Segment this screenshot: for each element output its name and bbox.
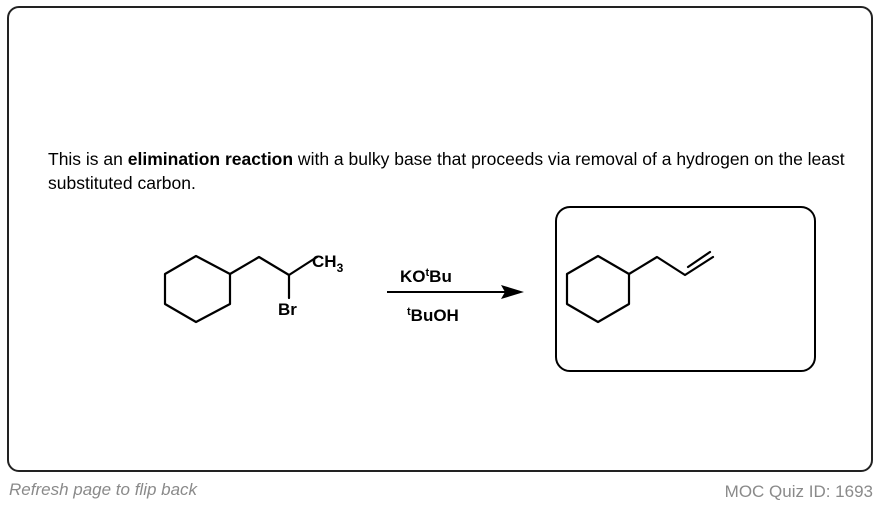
quiz-id-label: MOC Quiz ID: 1693 — [724, 482, 873, 501]
reactant-methyl-label: CH3 — [312, 252, 344, 275]
reagent-solvent-label: tBuOH — [407, 306, 459, 325]
quiz-card[interactable] — [7, 6, 873, 472]
reactant-structure — [163, 254, 319, 324]
product-side-chain — [627, 255, 715, 277]
product-answer-box — [555, 206, 816, 372]
product-cyclohexane-ring — [565, 254, 631, 324]
reactant-side-chain — [228, 255, 319, 277]
flip-back-hint: Refresh page to flip back — [9, 480, 198, 499]
product-structure — [565, 250, 715, 324]
reaction-arrow-head — [501, 285, 524, 299]
reactant-bromine-label: Br — [278, 300, 297, 319]
explanation-text-start: This is an — [48, 149, 128, 169]
explanation-text-end: with a bulky base that proceeds via remo… — [48, 149, 845, 193]
explanation-keyword: elimination reaction — [127, 149, 294, 169]
answer-explanation: This is an elimination reaction with a b… — [48, 147, 848, 195]
reagent-base-label: KOtBu — [400, 267, 452, 286]
reactant-cyclohexane-ring — [163, 254, 232, 324]
product-double-bond-inner — [686, 250, 712, 269]
